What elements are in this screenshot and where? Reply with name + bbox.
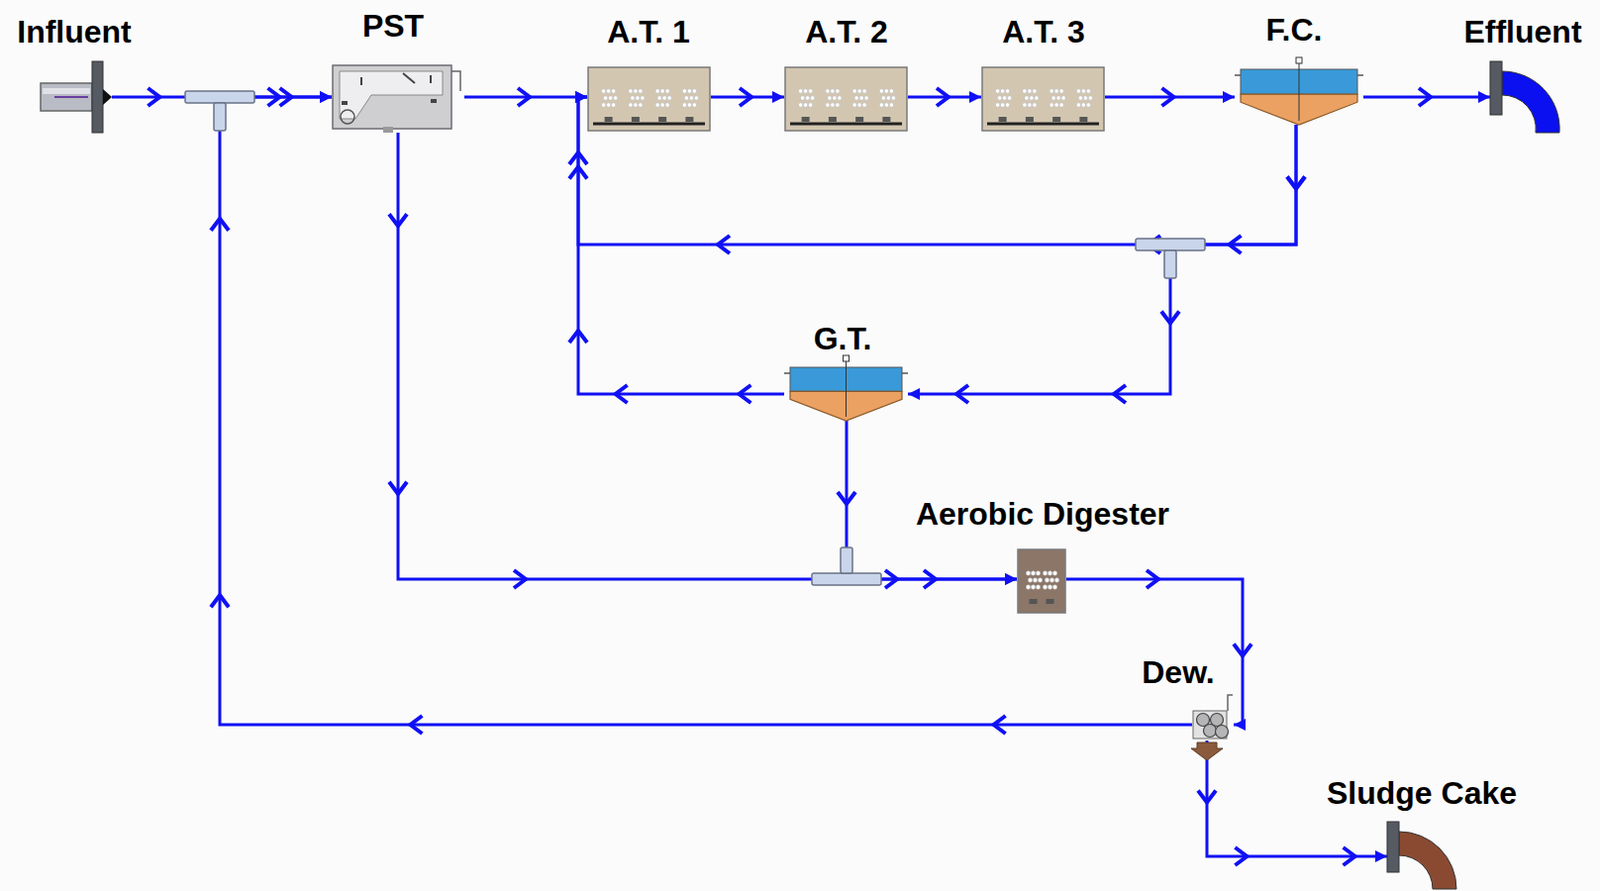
flow-chevron xyxy=(936,88,949,106)
flow-chevron xyxy=(268,88,281,106)
unit-label: PST xyxy=(362,8,424,44)
flow-chevron xyxy=(1418,88,1431,106)
flow-chevron xyxy=(923,570,936,589)
pipe-line xyxy=(907,124,1297,395)
pipe-line xyxy=(219,97,1193,725)
unit-icon xyxy=(784,367,908,421)
unit-icon xyxy=(981,61,1105,133)
flow-chevron xyxy=(517,88,530,106)
unit-label: F.C. xyxy=(1266,12,1323,48)
unit-icon xyxy=(40,61,112,133)
tee-fitting xyxy=(185,91,255,131)
unit-label: Effluent xyxy=(1463,14,1582,50)
flow-pipe xyxy=(1066,570,1252,725)
flow-chevron xyxy=(389,482,407,495)
flow-chevron xyxy=(569,330,588,343)
process-unit: F.C. xyxy=(1234,69,1364,125)
unit-icon xyxy=(1387,821,1459,890)
tee-fitting xyxy=(811,547,882,586)
flow-chevron xyxy=(513,570,526,589)
pipe-line xyxy=(578,97,1297,245)
process-unit: A.T. 3 xyxy=(981,61,1105,133)
flow-chevron xyxy=(717,235,730,254)
flow-chevron xyxy=(1229,235,1242,254)
flow-chevron xyxy=(956,385,969,403)
flow-chevron xyxy=(994,715,1006,734)
flow-chevron xyxy=(389,213,407,226)
unit-label: Influent xyxy=(16,14,132,50)
process-unit: Dew. xyxy=(1192,708,1234,741)
tee-fitting xyxy=(1135,238,1205,279)
flow-chevron xyxy=(1287,177,1305,190)
flow-pipe xyxy=(569,97,785,403)
flow-chevron xyxy=(1198,791,1216,803)
flow-pipe xyxy=(210,88,1193,734)
flow-chevron xyxy=(739,88,752,106)
unit-icon xyxy=(784,61,908,133)
unit-icon xyxy=(1192,708,1234,741)
process-unit: Effluent xyxy=(1490,61,1562,133)
process-unit: A.T. 2 xyxy=(784,61,908,133)
unit-label: A.T. 1 xyxy=(606,14,691,50)
flow-pipe xyxy=(464,88,588,106)
unit-label: G.T. xyxy=(813,321,873,357)
flow-chevron xyxy=(147,88,160,106)
pipe-line xyxy=(1066,579,1243,725)
flow-chevron xyxy=(1162,88,1175,106)
flow-chevron xyxy=(837,492,856,504)
unit-icon xyxy=(587,61,711,133)
flow-chevron xyxy=(1234,847,1247,866)
process-unit: Sludge Cake xyxy=(1387,821,1459,890)
flow-pipe xyxy=(907,88,982,106)
flow-pipe xyxy=(1104,88,1235,106)
flow-chevron xyxy=(569,152,588,165)
flow-chevron xyxy=(738,385,751,403)
unit-label: Dew. xyxy=(1141,655,1215,691)
process-unit: Aerobic Digester xyxy=(1016,543,1067,615)
unit-icon xyxy=(1016,543,1067,615)
flow-chevron xyxy=(1161,311,1180,324)
process-unit: G.T. xyxy=(784,367,908,421)
flow-chevron xyxy=(409,715,422,734)
unit-icon xyxy=(331,61,465,133)
flow-pipe xyxy=(1363,88,1491,106)
flow-chevron xyxy=(615,385,628,403)
flow-pipe xyxy=(907,124,1305,403)
unit-label: Sludge Cake xyxy=(1326,776,1517,811)
process-unit: PST xyxy=(331,61,465,133)
flow-chevron xyxy=(1113,385,1126,403)
flow-chevron xyxy=(1343,847,1356,866)
flow-chevron xyxy=(210,595,229,607)
process-unit: Influent xyxy=(40,61,112,133)
pipe-line xyxy=(578,97,785,395)
process-unit: A.T. 1 xyxy=(587,61,711,133)
unit-label: A.T. 2 xyxy=(804,14,889,50)
unit-label: Aerobic Digester xyxy=(915,497,1170,532)
flow-chevron xyxy=(210,218,229,231)
unit-label: A.T. 3 xyxy=(1001,14,1086,50)
flow-pipe xyxy=(710,88,785,106)
flow-chevron xyxy=(1233,644,1252,657)
unit-icon xyxy=(1234,69,1364,125)
unit-icon xyxy=(1490,61,1562,133)
flow-chevron xyxy=(1146,570,1159,589)
